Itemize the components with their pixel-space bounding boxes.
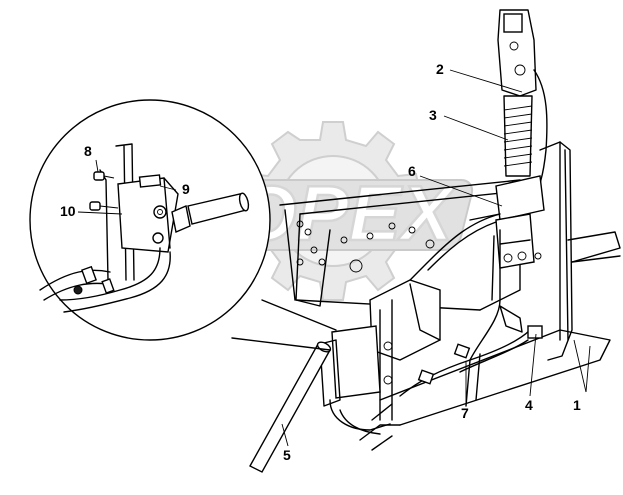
callout-9: 9 [182,181,190,197]
handle-bar [249,341,332,473]
detail-contents [39,143,250,313]
pump-mount [319,279,441,435]
callout-6: 6 [408,163,416,179]
callout-7: 7 [461,405,469,421]
watermark-text: OPEX [236,169,457,257]
callout-10: 10 [60,203,76,219]
spring-coils [503,105,533,167]
callout-labels: 1 2 3 4 5 6 7 8 9 10 [60,61,581,463]
callout-4: 4 [525,397,533,413]
callout-leaders [77,69,591,447]
shock-absorber-assembly [497,9,548,201]
valve-bracket [495,175,545,269]
callout-2: 2 [436,61,444,77]
callout-8: 8 [84,143,92,159]
callout-5: 5 [283,447,291,463]
bolt-icon [89,201,119,211]
callout-3: 3 [429,107,437,123]
callout-1: 1 [573,397,581,413]
frame-holes [296,220,435,273]
detail-view [29,99,337,351]
bolt-icon [93,171,115,181]
